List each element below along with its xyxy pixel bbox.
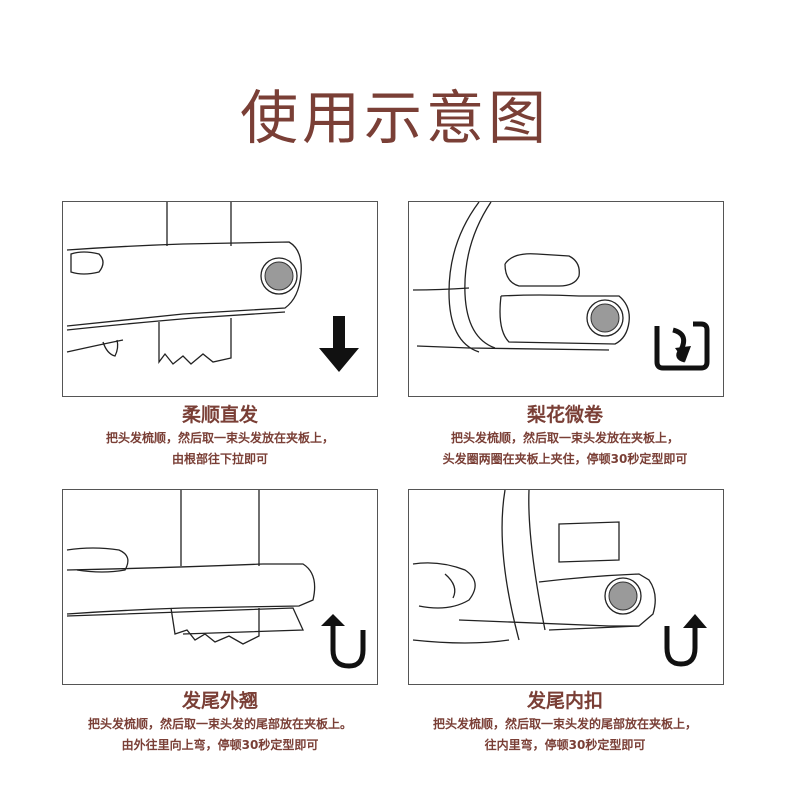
arrow-down-icon [319,316,359,372]
step-1-line-2: 由根部往下拉即可 [171,452,268,466]
step-1-line-1: 把头发梳顺，然后取一束头发放在夹板上， [105,431,334,445]
step-3-line-2: 由外往里向上弯，停顿30秒定型即可 [121,738,319,752]
step-2-heading: 梨花微卷 [526,404,603,426]
u-turn-arrow-icon [664,614,707,667]
step-2-caption: 梨花微卷 把头发梳顺，然后取一束头发放在夹板上， 头发圈两圈在夹板上夹住，停顿3… [380,402,750,470]
step-4-caption: 发尾内扣 把头发梳顺，然后取一束头发的尾部放在夹板上， 往内里弯，停顿30秒定型… [380,688,750,756]
step-3-heading: 发尾外翘 [181,690,258,712]
step-3-illustration [62,489,378,685]
step-4-line-1: 把头发梳顺，然后取一束头发的尾部放在夹板上， [432,717,697,731]
step-4-heading: 发尾内扣 [526,690,603,712]
step-2-line-2: 头发圈两圈在夹板上夹住，停顿30秒定型即可 [442,452,688,466]
step-3-caption: 发尾外翘 把头发梳顺，然后取一束头发的尾部放在夹板上。 由外往里向上弯，停顿30… [35,688,405,756]
u-turn-arrow-icon [321,614,366,669]
step-3-line-1: 把头发梳顺，然后取一束头发的尾部放在夹板上。 [87,717,352,731]
step-1-heading: 柔顺直发 [181,404,258,426]
step-1-illustration [62,201,378,397]
curl-arrow-icon [654,321,710,371]
step-4-illustration [408,489,724,685]
page-title: 使用示意图 [239,84,550,152]
step-4-line-2: 往内里弯，停顿30秒定型即可 [484,738,646,752]
step-1-caption: 柔顺直发 把头发梳顺，然后取一束头发放在夹板上， 由根部往下拉即可 [40,402,400,470]
step-2-line-1: 把头发梳顺，然后取一束头发放在夹板上， [450,431,679,445]
step-2-illustration [408,201,724,397]
